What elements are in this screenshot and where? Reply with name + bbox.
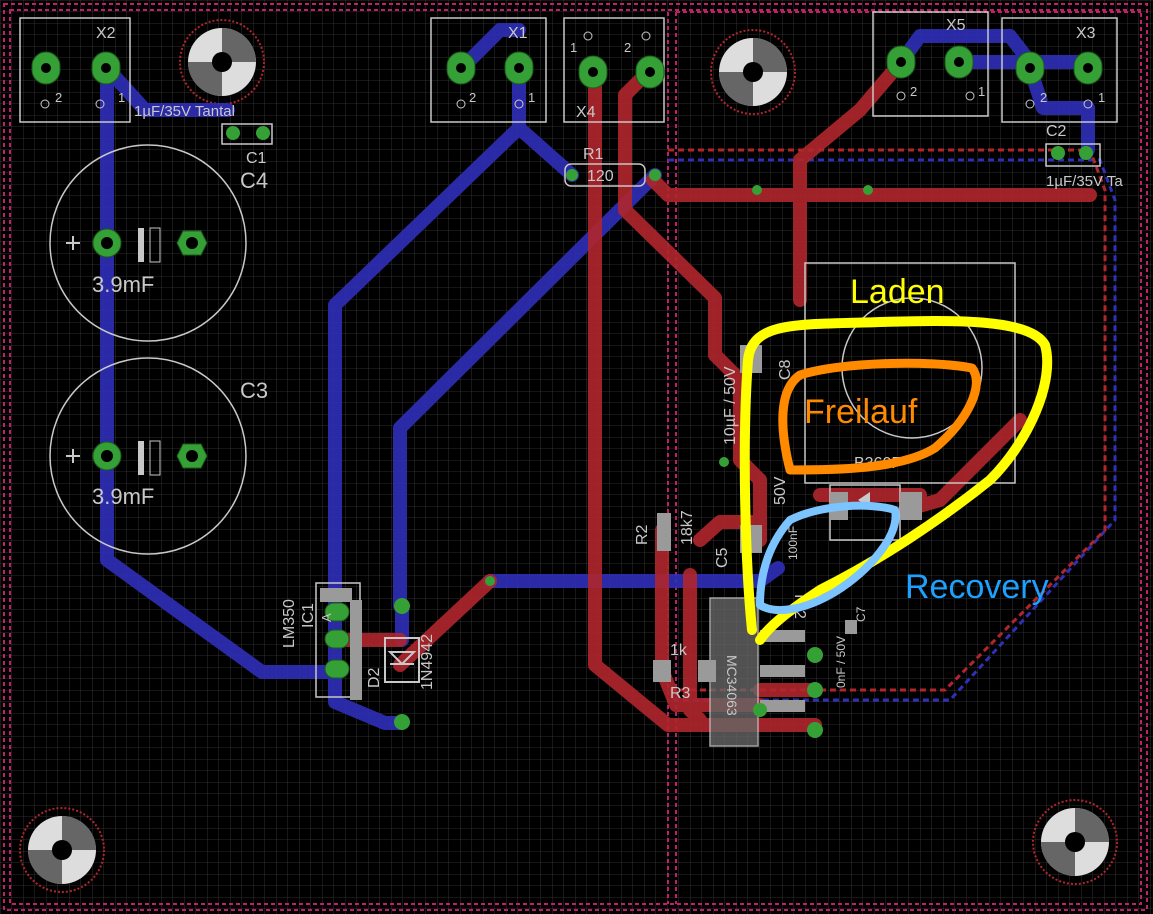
x4-label: X4 [576, 104, 596, 121]
laden-label: Laden [850, 273, 945, 311]
silkscreen-labels: X2 X1 X4 X5 X3 2 1 2 1 1 2 2 1 2 1 1µF/3… [55, 17, 1123, 716]
x4-pin2: 2 [624, 40, 631, 55]
c1-body [221, 123, 273, 145]
cap-symbols [66, 227, 161, 476]
r2-name: R2 [634, 524, 651, 545]
r1-value: 120 [587, 168, 614, 185]
c5-value: 100nF [786, 526, 800, 560]
d2-value: 1N4942 [419, 634, 436, 690]
r3-value: 1k [670, 642, 688, 659]
x4-pin1: 1 [570, 40, 577, 55]
freilauf-label: Freilauf [804, 393, 918, 431]
c8b-value: 50V [772, 476, 789, 505]
r2-value: 18k7 [679, 510, 696, 545]
x2-pin1: 1 [118, 90, 125, 105]
recovery-loop [756, 501, 900, 615]
ic1-pin-label: A [319, 613, 334, 622]
freilauf-loop [778, 358, 981, 475]
d2-name: D2 [366, 667, 383, 688]
c7-value: 0nF / 50V [834, 636, 848, 688]
c3-value: 3.9mF [92, 484, 154, 509]
pad-holes [40, 31, 1093, 462]
x3-label: X3 [1076, 25, 1096, 42]
ic1-name: IC1 [300, 603, 317, 628]
x2-label: X2 [96, 25, 116, 42]
mounting-holes [19, 19, 1118, 893]
polygon-outline [668, 148, 1117, 702]
c7-name: C7 [854, 606, 868, 622]
x2-pin2: 2 [55, 90, 62, 105]
c2-name: C2 [1046, 123, 1067, 140]
c2-value: 1µF/35V Ta [1046, 173, 1123, 190]
c1-name: C1 [246, 150, 267, 167]
vias [226, 126, 1093, 738]
x3-pin1: 1 [1098, 90, 1105, 105]
x1-label: X1 [508, 25, 528, 42]
x3-pin2: 2 [1040, 90, 1047, 105]
x1-pin1: 1 [528, 90, 535, 105]
r3-name: R3 [670, 685, 691, 702]
c4-name: C4 [240, 168, 268, 193]
c2-body [1045, 143, 1101, 167]
c8-name: C8 [777, 359, 794, 380]
x1-pin2: 2 [469, 90, 476, 105]
c4-value: 3.9mF [92, 272, 154, 297]
ic3-value: MC34063 [724, 655, 740, 716]
d2-symbol [384, 637, 420, 683]
c8-value: 10µF / 50V [722, 366, 739, 445]
r1-name: R1 [583, 146, 604, 163]
x5-pin2: 2 [910, 84, 917, 99]
annotation-loops [739, 315, 1053, 645]
c5-name: C5 [714, 547, 731, 568]
x5-label: X5 [946, 17, 966, 34]
c3-name: C3 [240, 378, 268, 403]
ic1-value: LM350 [281, 599, 298, 648]
x5-pin1: 1 [978, 84, 985, 99]
recovery-label: Recovery [905, 568, 1049, 606]
c1-value: 1µF/35V Tantal [134, 103, 235, 120]
r1-body [564, 163, 646, 187]
